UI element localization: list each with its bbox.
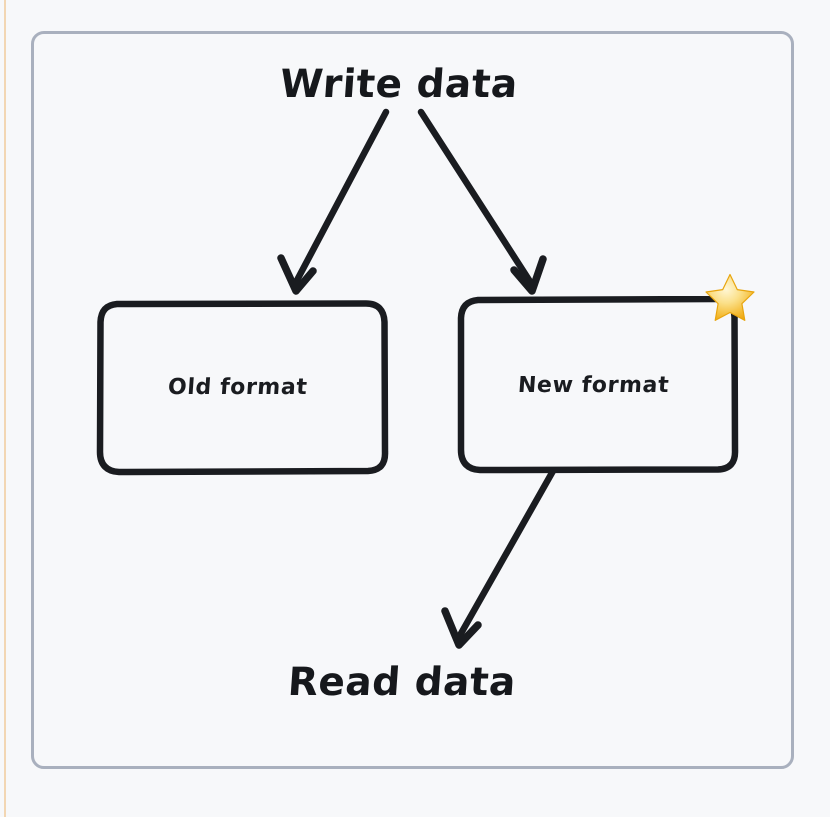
left-accent-rule <box>4 0 6 817</box>
write-data-title: Write data <box>278 62 520 107</box>
old-format-label: Old format <box>167 375 309 400</box>
read-data-title: Read data <box>286 660 518 705</box>
star-icon <box>705 273 755 321</box>
new-format-label: New format <box>517 373 671 398</box>
diagram-frame <box>31 31 794 769</box>
